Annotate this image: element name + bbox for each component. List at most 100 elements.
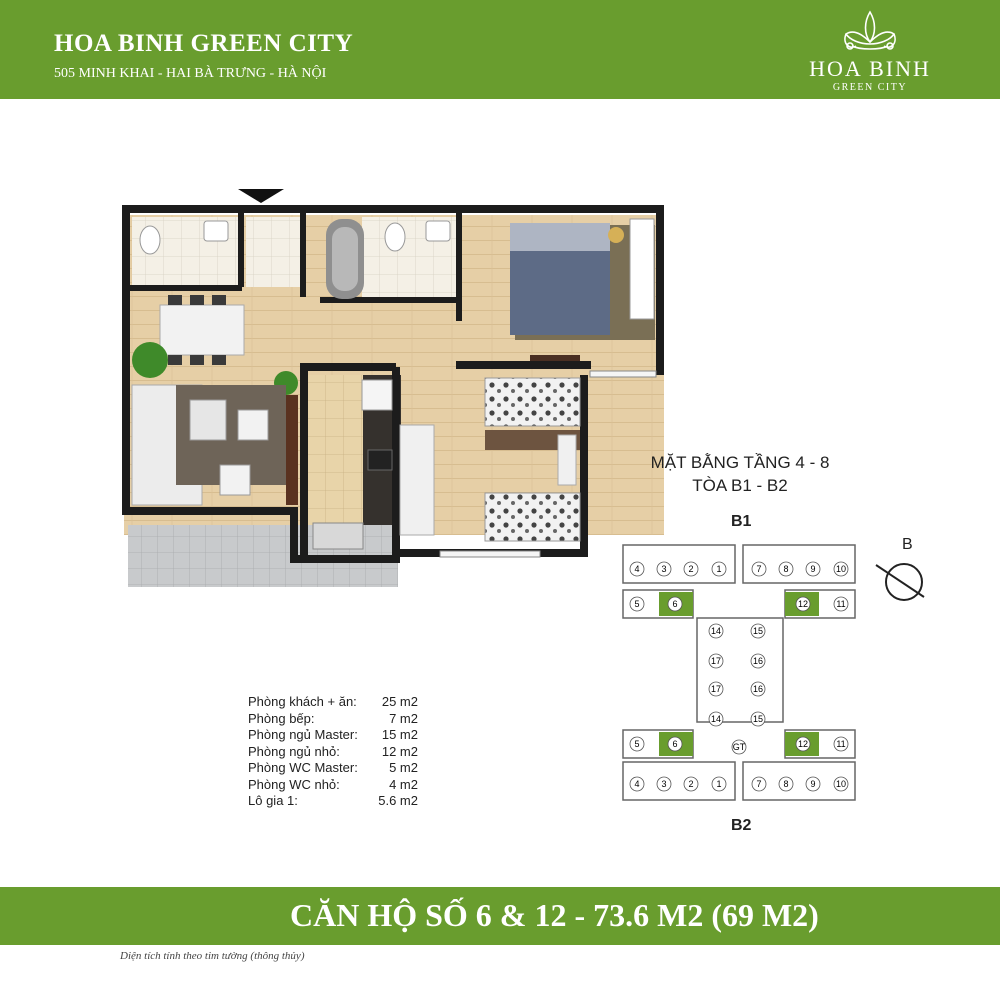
- area-name: Phòng ngủ Master:: [248, 727, 358, 742]
- single-bed: [484, 377, 581, 427]
- unit-label: 5: [634, 599, 639, 609]
- unit-label: 12: [798, 599, 808, 609]
- dining-table: [159, 304, 245, 356]
- area-row: Phòng ngủ nhỏ:12 m2: [248, 744, 418, 761]
- fridge: [361, 379, 393, 411]
- brand-logo: HOA BINH GREEN CITY: [790, 6, 950, 96]
- unit-label-circle: [833, 736, 849, 752]
- bottom-right-block: [742, 761, 856, 801]
- unit-label: 16: [753, 656, 763, 666]
- unit-label-circle: [805, 776, 821, 792]
- unit-label-circle: [795, 736, 811, 752]
- core-label-circle: [731, 739, 747, 755]
- window: [439, 550, 541, 558]
- unit-label: 11: [836, 599, 845, 609]
- tv-shelf: [530, 355, 580, 361]
- unit-label-circle: [656, 776, 672, 792]
- armchair: [237, 409, 269, 441]
- top-left-block: [622, 544, 736, 584]
- unit-label-circle: [750, 711, 766, 727]
- unit-label: 2: [688, 779, 693, 789]
- unit-label: 7: [756, 779, 761, 789]
- floor-range-label: MẶT BẰNG TẦNG 4 - 8: [650, 453, 830, 472]
- unit-label-circle: [629, 736, 645, 752]
- unit-label-circle: [629, 596, 645, 612]
- sink-icon: [312, 522, 364, 550]
- area-row: Phòng bếp: 7 m2: [248, 711, 418, 728]
- unit-label-circle: [708, 681, 724, 697]
- unit-label-circle: [805, 561, 821, 577]
- area-name: Phòng khách + ăn:: [248, 694, 357, 709]
- unit-label: 3: [661, 564, 666, 574]
- unit-label: 1: [716, 779, 721, 789]
- unit-label-circle: [708, 653, 724, 669]
- bed-pillows: [510, 223, 610, 251]
- footer-bar: CĂN HỘ SỐ 6 & 12 - 73.6 M2 (69 M2): [0, 887, 1000, 945]
- area-table: Phòng khách + ăn: 25 m2 Phòng bếp: 7 m2 Ph…: [248, 694, 418, 810]
- unit-label: 2: [688, 564, 693, 574]
- toilet-icon: [384, 222, 406, 252]
- unit-label: 9: [810, 779, 815, 789]
- unit-title: CĂN HỘ SỐ 6 & 12 - 73.6 M2 (69 M2): [290, 897, 819, 933]
- unit-label: 11: [836, 739, 845, 749]
- unit-label: 12: [798, 739, 808, 749]
- project-address: 505 MINH KHAI - HAI BÀ TRƯNG - HÀ NỘI: [54, 66, 327, 81]
- unit-label-circle: [778, 776, 794, 792]
- unit-label-circle: [751, 561, 767, 577]
- area-name: Lô gia 1:: [248, 793, 298, 808]
- unit-label-circle: [711, 776, 727, 792]
- area-row: Lô gia 1:5.6 m2: [248, 793, 418, 810]
- area-value: 25 m2: [381, 694, 418, 709]
- unit-label: 7: [756, 564, 761, 574]
- wardrobe: [629, 218, 655, 320]
- unit-label-circle: [750, 623, 766, 639]
- wardrobe-small: [399, 424, 435, 536]
- area-row: Phòng khách + ăn: 25 m2: [248, 694, 418, 711]
- logo-name: HOA BINH: [809, 56, 931, 81]
- unit-label-circle: [656, 561, 672, 577]
- unit-label: 15: [753, 714, 763, 724]
- header-bar: HOA BINH GREEN CITY 505 MINH KHAI - HAI …: [0, 0, 1000, 99]
- unit-label: 14: [711, 714, 721, 724]
- unit-label: 6: [672, 739, 677, 749]
- desk: [557, 434, 577, 486]
- unit-label-circle: [667, 736, 683, 752]
- unit-label: 17: [711, 684, 721, 694]
- bathtub-inner: [332, 227, 358, 291]
- logo-subtitle: GREEN CITY: [832, 82, 908, 93]
- unit-label: 5: [634, 739, 639, 749]
- unit-label: 8: [783, 564, 788, 574]
- unit-label-circle: [683, 561, 699, 577]
- unit-label-circle: [667, 596, 683, 612]
- unit-label-circle: [833, 596, 849, 612]
- coffee-table: [189, 399, 227, 441]
- area-value: 5 m2: [389, 760, 418, 775]
- tower-b1-label: B1: [731, 513, 752, 530]
- unit-label-circle: [833, 561, 849, 577]
- bottom-left-block: [622, 761, 736, 801]
- unit-label: 1: [716, 564, 721, 574]
- entrance-arrow-icon: [238, 189, 284, 203]
- core: [696, 617, 784, 723]
- unit-label-circle: [795, 596, 811, 612]
- tower-label: TÒA B1 - B2: [692, 476, 788, 495]
- unit-label-circle: [750, 653, 766, 669]
- area-name: Phòng ngủ nhỏ:: [248, 743, 340, 759]
- tv-cabinet: [286, 395, 298, 505]
- unit-label-circle: [708, 711, 724, 727]
- project-title: HOA BINH GREEN CITY: [54, 30, 354, 57]
- compass-icon: [875, 563, 925, 601]
- area-value: 4 m2: [389, 776, 418, 792]
- area-name: Phòng bếp:: [248, 710, 315, 726]
- unit-label: 16: [753, 684, 763, 694]
- area-value: 7 m2: [389, 710, 418, 726]
- area-note: Diện tích tính theo tim tường (thông thủ…: [120, 950, 305, 962]
- area-row: Phòng WC nhỏ: 4 m2: [248, 777, 418, 794]
- armchair: [219, 464, 251, 496]
- unit-label-circle: [708, 623, 724, 639]
- unit-label: 3: [661, 779, 666, 789]
- washbasin-icon: [203, 220, 229, 242]
- area-name: Phòng WC nhỏ:: [248, 776, 340, 792]
- area-value: 15 m2: [381, 727, 418, 742]
